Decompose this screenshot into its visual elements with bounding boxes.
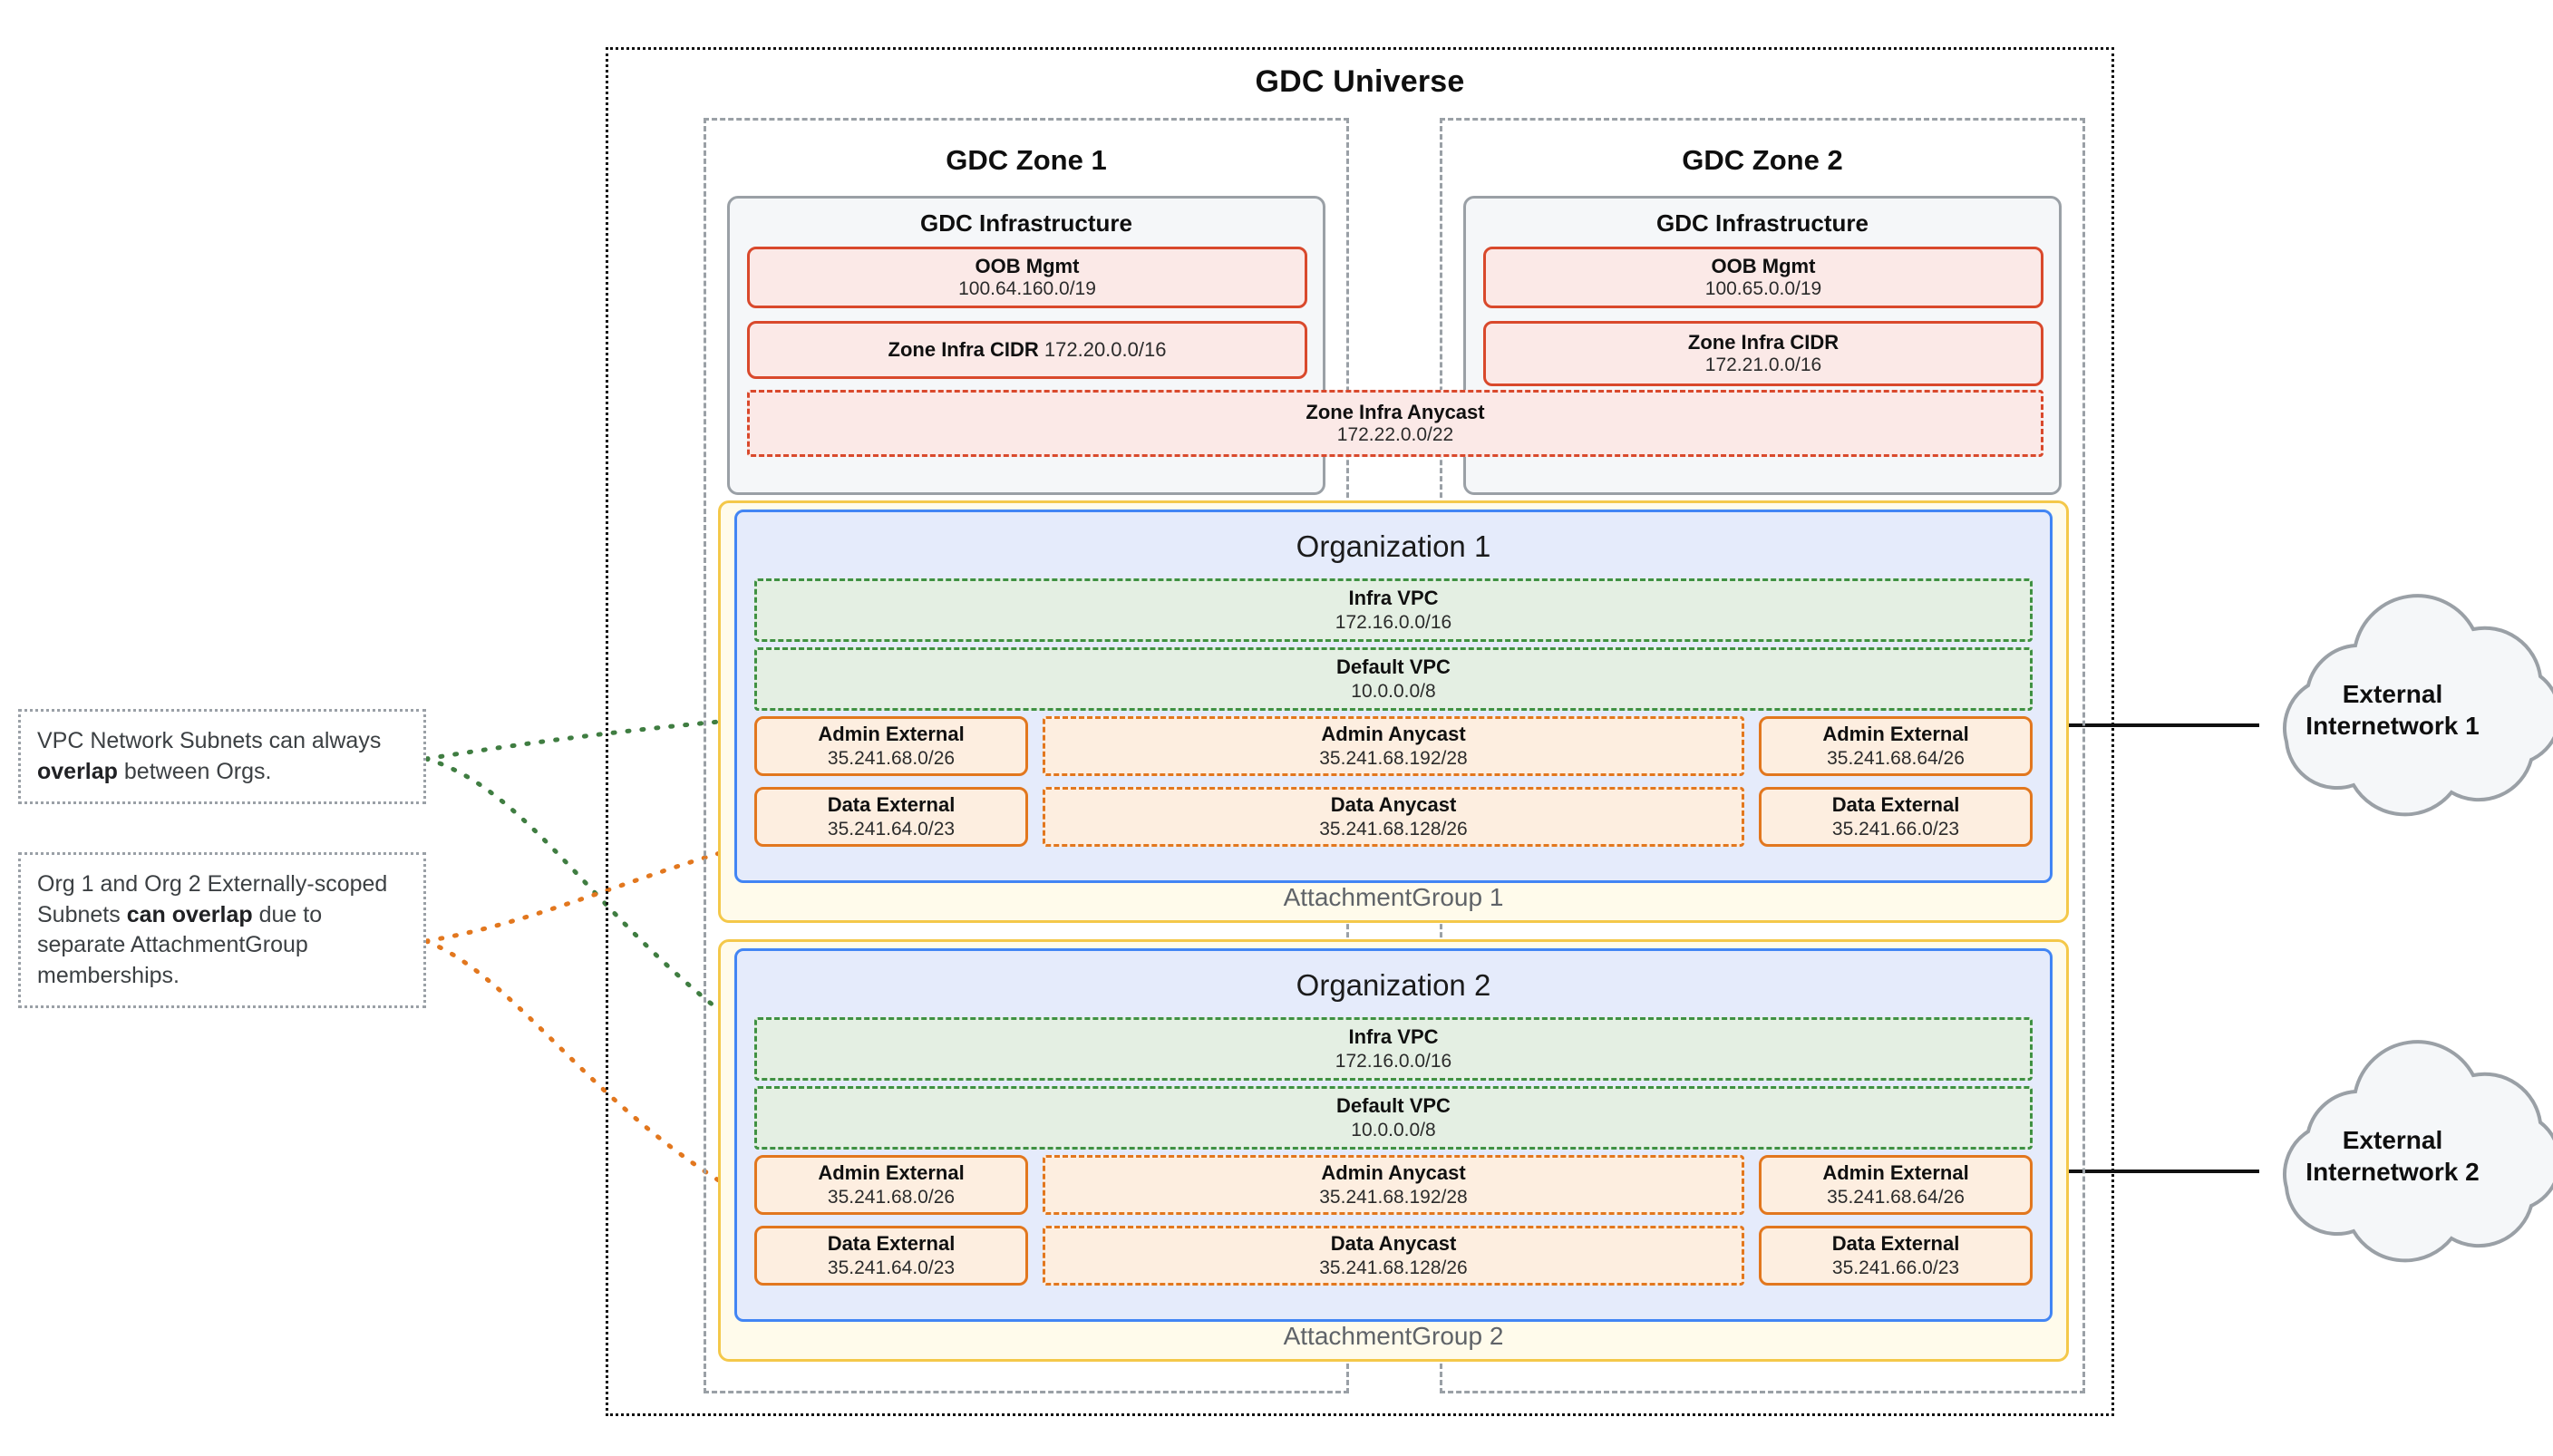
gdc-zone-1-title: GDC Zone 1 (946, 144, 1107, 176)
org2-data-external-left-box: Data External 35.241.64.0/23 (754, 1226, 1028, 1286)
gdc-infrastructure-title-zone1: GDC Infrastructure (919, 209, 1133, 237)
org2-default-vpc-cidr: 10.0.0.0/8 (1351, 1119, 1436, 1141)
org2-data-external-right-box: Data External 35.241.66.0/23 (1759, 1226, 2033, 1286)
zone-infra-anycast-cidr: 172.22.0.0/22 (1336, 423, 1454, 445)
org2-admin-external-left-cidr: 35.241.68.0/26 (827, 1186, 956, 1208)
org2-data-anycast-label: Data Anycast (1330, 1232, 1457, 1256)
org2-admin-external-right-box: Admin External 35.241.68.64/26 (1759, 1155, 2033, 1215)
oob-mgmt-label-zone2: OOB Mgmt (1711, 254, 1816, 277)
org2-data-external-left-cidr: 35.241.64.0/23 (827, 1257, 956, 1278)
org1-admin-anycast-label: Admin Anycast (1321, 723, 1466, 746)
org2-admin-anycast-cidr: 35.241.68.192/28 (1319, 1186, 1468, 1208)
gdc-universe-title: GDC Universe (1255, 63, 1465, 99)
org2-admin-anycast-box: Admin Anycast 35.241.68.192/28 (1043, 1155, 1744, 1215)
org2-infra-vpc-label: Infra VPC (1348, 1025, 1439, 1049)
org2-data-anycast-box: Data Anycast 35.241.68.128/26 (1043, 1226, 1744, 1286)
org1-data-external-right-cidr: 35.241.66.0/23 (1831, 818, 1960, 840)
org1-admin-external-left-label: Admin External (818, 723, 965, 746)
external-internetwork-2-label: External Internetwork 2 (2261, 1124, 2524, 1188)
org1-data-external-left-box: Data External 35.241.64.0/23 (754, 787, 1028, 847)
org1-data-external-right-box: Data External 35.241.66.0/23 (1759, 787, 2033, 847)
org2-default-vpc-box: Default VPC 10.0.0.0/8 (754, 1086, 2033, 1150)
org1-admin-external-left-box: Admin External 35.241.68.0/26 (754, 716, 1028, 776)
org2-default-vpc-label: Default VPC (1336, 1094, 1451, 1118)
external-internetwork-1-line2: Internetwork 1 (2305, 712, 2480, 740)
note1-post-text: between Orgs. (117, 758, 272, 784)
note1-bold-text: overlap (37, 758, 118, 784)
zone-infra-cidr-label-zone2: Zone Infra CIDR (1687, 330, 1840, 354)
note2-post-text: due to separate AttachmentGroup membersh… (37, 901, 323, 988)
zone-infra-cidr-value-zone1: 172.20.0.0/16 (1044, 338, 1167, 362)
oob-mgmt-box-zone1: OOB Mgmt 100.64.160.0/19 (747, 247, 1307, 308)
gdc-zone-2-title: GDC Zone 2 (1682, 144, 1843, 176)
org2-admin-external-left-box: Admin External 35.241.68.0/26 (754, 1155, 1028, 1215)
org2-infra-vpc-cidr: 172.16.0.0/16 (1335, 1050, 1452, 1072)
org1-infra-vpc-label: Infra VPC (1348, 587, 1439, 610)
external-internetwork-1-line1: External (2342, 680, 2443, 708)
org1-admin-external-left-cidr: 35.241.68.0/26 (827, 747, 956, 769)
org1-infra-vpc-cidr: 172.16.0.0/16 (1335, 611, 1452, 633)
org1-infra-vpc-box: Infra VPC 172.16.0.0/16 (754, 578, 2033, 642)
zone-infra-cidr-box-zone2: Zone Infra CIDR 172.21.0.0/16 (1483, 321, 2043, 386)
organization-1-title: Organization 1 (1296, 529, 1491, 563)
zone-infra-anycast-label: Zone Infra Anycast (1306, 400, 1485, 423)
org1-data-external-right-label: Data External (1831, 793, 1960, 817)
org1-admin-external-right-cidr: 35.241.68.64/26 (1827, 747, 1965, 769)
gdc-universe-boundary (606, 47, 2114, 1416)
attachment-group-1-label: AttachmentGroup 1 (1283, 883, 1504, 911)
oob-mgmt-cidr-zone1: 100.64.160.0/19 (958, 277, 1096, 299)
external-internetwork-2-line1: External (2342, 1126, 2443, 1154)
external-internetwork-1-label: External Internetwork 1 (2261, 678, 2524, 742)
oob-mgmt-box-zone2: OOB Mgmt 100.65.0.0/19 (1483, 247, 2043, 308)
note-vpc-subnet-overlap: VPC Network Subnets can always overlap b… (18, 709, 426, 804)
org1-data-anycast-cidr: 35.241.68.128/26 (1319, 818, 1468, 840)
org1-data-external-left-cidr: 35.241.64.0/23 (827, 818, 956, 840)
org1-data-external-left-label: Data External (827, 793, 956, 817)
org2-admin-anycast-label: Admin Anycast (1321, 1161, 1466, 1185)
org2-data-external-right-cidr: 35.241.66.0/23 (1831, 1257, 1960, 1278)
org2-data-external-right-label: Data External (1831, 1232, 1960, 1256)
org1-default-vpc-cidr: 10.0.0.0/8 (1351, 680, 1436, 702)
org2-admin-external-right-label: Admin External (1822, 1161, 1969, 1185)
org2-data-anycast-cidr: 35.241.68.128/26 (1319, 1257, 1468, 1278)
org1-admin-external-right-box: Admin External 35.241.68.64/26 (1759, 716, 2033, 776)
org1-data-anycast-label: Data Anycast (1330, 793, 1457, 817)
zone-infra-cidr-box-zone1: Zone Infra CIDR 172.20.0.0/16 (747, 321, 1307, 379)
org1-data-anycast-box: Data Anycast 35.241.68.128/26 (1043, 787, 1744, 847)
external-internetwork-2-line2: Internetwork 2 (2305, 1158, 2480, 1186)
org1-admin-anycast-box: Admin Anycast 35.241.68.192/28 (1043, 716, 1744, 776)
org2-admin-external-left-label: Admin External (818, 1161, 965, 1185)
oob-mgmt-cidr-zone2: 100.65.0.0/19 (1704, 277, 1822, 299)
zone-infra-cidr-value-zone2: 172.21.0.0/16 (1704, 354, 1822, 375)
zone-infra-anycast-box: Zone Infra Anycast 172.22.0.0/22 (747, 390, 2043, 457)
note2-pre-text: Org 1 and Org 2 Externally-scoped Subnet… (37, 871, 388, 927)
org1-default-vpc-box: Default VPC 10.0.0.0/8 (754, 647, 2033, 711)
zone-infra-cidr-text-zone1: Zone Infra CIDR 172.20.0.0/16 (888, 338, 1167, 362)
org1-default-vpc-label: Default VPC (1336, 655, 1451, 679)
note1-pre-text: VPC Network Subnets can always (37, 728, 382, 753)
gdc-infrastructure-title-zone2: GDC Infrastructure (1655, 209, 1869, 237)
zone-infra-cidr-label-zone1: Zone Infra CIDR (888, 338, 1039, 362)
oob-mgmt-label-zone1: OOB Mgmt (975, 254, 1080, 277)
org2-infra-vpc-box: Infra VPC 172.16.0.0/16 (754, 1017, 2033, 1081)
org2-admin-external-right-cidr: 35.241.68.64/26 (1827, 1186, 1965, 1208)
org1-admin-external-right-label: Admin External (1822, 723, 1969, 746)
note-external-subnet-overlap: Org 1 and Org 2 Externally-scoped Subnet… (18, 852, 426, 1008)
note2-bold-text: can overlap (126, 901, 253, 927)
org2-data-external-left-label: Data External (827, 1232, 956, 1256)
org1-admin-anycast-cidr: 35.241.68.192/28 (1319, 747, 1468, 769)
attachment-group-2-label: AttachmentGroup 2 (1283, 1322, 1504, 1350)
organization-2-title: Organization 2 (1296, 968, 1491, 1002)
